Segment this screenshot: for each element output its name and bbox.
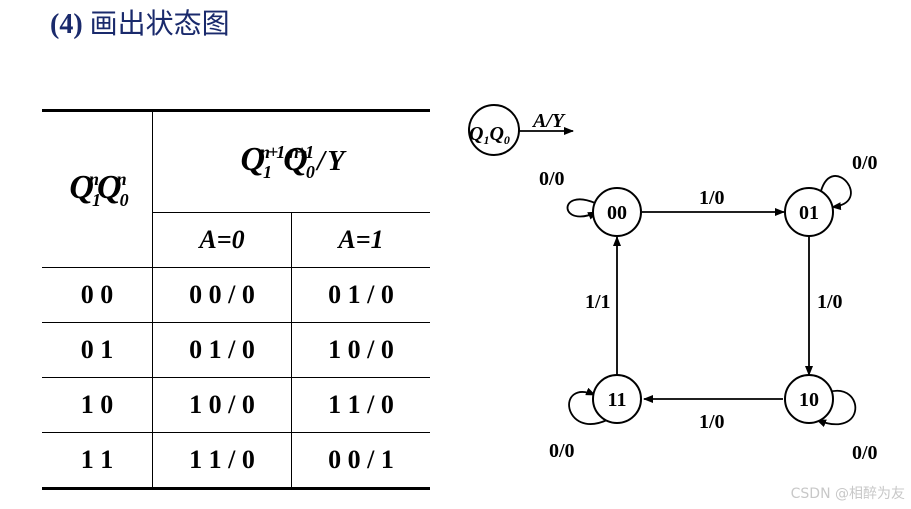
title-text: 画出状态图 [89, 7, 230, 40]
legend: Q1Q0 A/Y [468, 104, 574, 156]
state-node-11: 11 [592, 374, 642, 424]
label-01-10: 1/0 [817, 291, 843, 313]
legend-circle [468, 104, 520, 156]
next-a0-cell: 0 0 / 0 [152, 267, 292, 323]
state-cell: 0 0 [42, 267, 153, 323]
state-cell: 1 0 [42, 377, 153, 433]
state-cell: 1 1 [42, 432, 153, 489]
label-00-01: 1/0 [699, 187, 725, 209]
current-state-header: Q1nQ0n [42, 110, 153, 268]
state-table: Q1nQ0n Q1n+1Q0n+1 / Y A=0 A=1 0 0 0 0 / … [42, 109, 430, 490]
next-a0-cell: 1 0 / 0 [152, 377, 292, 433]
title-prefix: (4) [50, 9, 83, 40]
state-node-00: 00 [592, 187, 642, 237]
self-loop-10 [816, 389, 857, 428]
watermark: CSDN @相醉为友 [790, 486, 905, 502]
next-a1-cell: 0 1 / 0 [291, 267, 430, 323]
next-a1-cell: 0 0 / 1 [291, 432, 430, 489]
label-11-00: 1/1 [585, 291, 611, 313]
table-row: 1 0 1 0 / 0 1 1 / 0 [42, 377, 430, 433]
next-state-header: Q1n+1Q0n+1 / Y [152, 110, 430, 213]
input-header-a0: A=0 [152, 212, 292, 268]
state-cell: 0 1 [42, 322, 153, 378]
label-self-01: 0/0 [852, 152, 878, 174]
state-label: 01 [799, 202, 819, 224]
state-node-01: 01 [784, 187, 834, 237]
label-self-00: 0/0 [539, 168, 565, 190]
self-loop-11 [568, 387, 608, 425]
label-self-10: 0/0 [852, 442, 878, 464]
state-node-10: 10 [784, 374, 834, 424]
next-a0-cell: 1 1 / 0 [152, 432, 292, 489]
next-a0-cell: 0 1 / 0 [152, 322, 292, 378]
label-10-11: 1/0 [699, 411, 725, 433]
table-row: 0 1 0 1 / 0 1 0 / 0 [42, 322, 430, 378]
legend-label: Q1Q0 [469, 123, 510, 147]
self-loop-01 [820, 175, 852, 211]
table-row: 1 1 1 1 / 0 0 0 / 1 [42, 432, 430, 489]
state-label: 00 [607, 202, 627, 224]
state-label: 10 [799, 389, 819, 411]
state-diagram: Q1Q0 A/Y 1/0 1/0 1/0 1/1 0/0 0/0 0/0 0/0… [468, 104, 878, 464]
next-a1-cell: 1 0 / 0 [291, 322, 430, 378]
state-label: 11 [608, 389, 627, 411]
table-row: 0 0 0 0 / 0 0 1 / 0 [42, 267, 430, 323]
input-header-a1: A=1 [291, 212, 430, 268]
label-self-11: 0/0 [549, 440, 575, 462]
self-loop-00 [566, 198, 598, 220]
section-title: (4) 画出状态图 [50, 2, 230, 42]
legend-io: A/Y [531, 110, 566, 132]
next-a1-cell: 1 1 / 0 [291, 377, 430, 433]
